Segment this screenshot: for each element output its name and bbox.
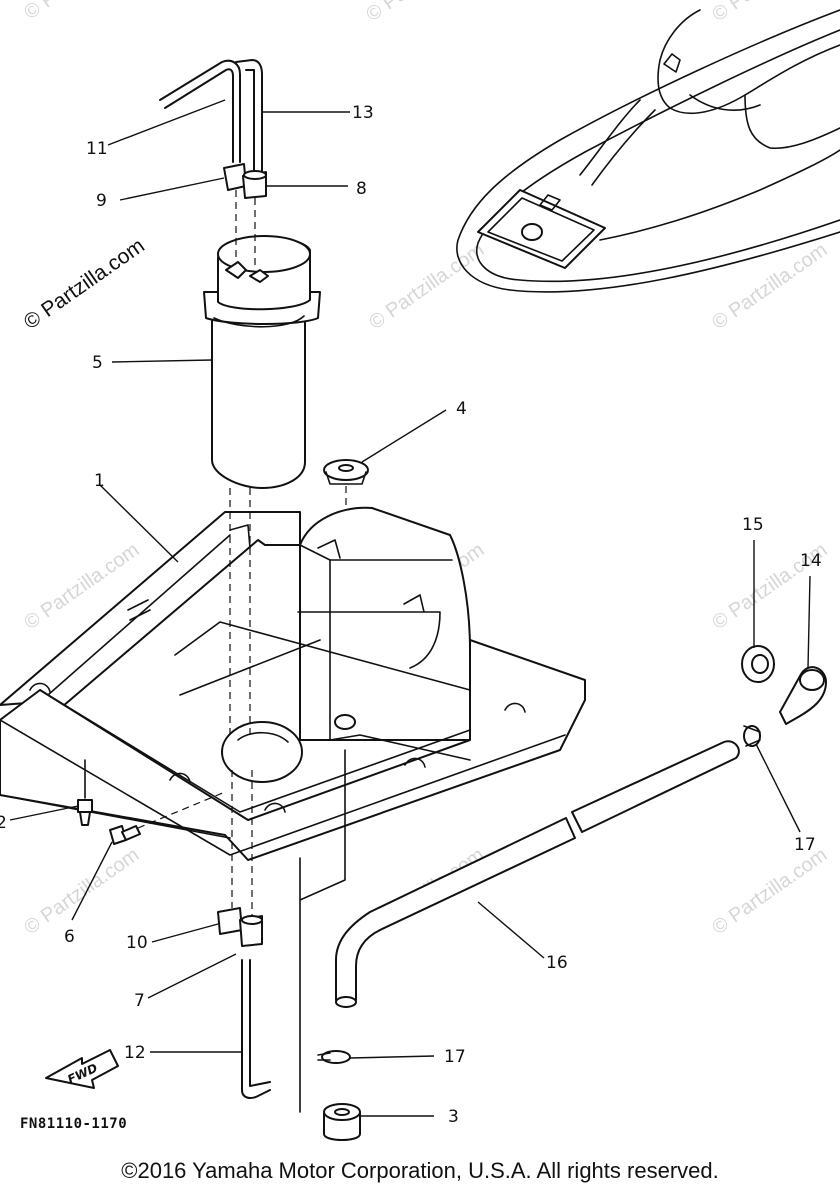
watermark: © Partzilla.com xyxy=(20,0,143,24)
callout-4: 4 xyxy=(456,399,467,419)
callout-1: 1 xyxy=(94,471,105,491)
fuel-tank xyxy=(203,235,321,489)
watermark: © Partzilla.com xyxy=(708,844,831,939)
diagram-code: FN81110-1170 xyxy=(20,1116,128,1132)
callout-17-upper: 17 xyxy=(794,835,816,855)
watermark: © Partzilla.com xyxy=(708,0,831,26)
screw-6 xyxy=(109,825,141,845)
callout-10: 10 xyxy=(126,933,148,953)
watermark: © Partzilla.com xyxy=(20,844,143,939)
callout-5: 5 xyxy=(92,353,103,373)
callout-14: 14 xyxy=(800,551,822,571)
cap-10 xyxy=(217,907,243,935)
callout-15: 15 xyxy=(742,515,764,535)
callout-3: 3 xyxy=(448,1107,459,1127)
fitting-14 xyxy=(779,666,827,725)
screw-2 xyxy=(77,759,93,826)
clamp-17-upper xyxy=(743,725,761,747)
grommet-4 xyxy=(323,459,369,485)
callout-9: 9 xyxy=(96,191,107,211)
watermark-dark: © Partzilla.com xyxy=(20,234,149,334)
tank-tray xyxy=(0,506,586,1113)
callouts: 1 2 3 4 5 6 7 8 9 10 11 12 13 14 15 16 1… xyxy=(0,103,822,1127)
cap-8 xyxy=(242,170,267,199)
callout-11: 11 xyxy=(86,139,108,159)
callout-17-lower: 17 xyxy=(444,1047,466,1067)
callout-13: 13 xyxy=(352,103,374,123)
callout-2: 2 xyxy=(0,813,7,833)
fitting-15 xyxy=(741,645,775,683)
callout-16: 16 xyxy=(546,953,568,973)
callout-12: 12 xyxy=(124,1043,146,1063)
callout-7: 7 xyxy=(134,991,145,1011)
watercraft-hull-illustration xyxy=(456,9,840,293)
fwd-arrow: FWD xyxy=(45,1049,119,1089)
vent-hoses xyxy=(159,59,263,173)
leader-lines xyxy=(9,99,811,1117)
callout-8: 8 xyxy=(356,179,367,199)
watermark: © Partzilla.com xyxy=(365,239,488,334)
watermark: © Partzilla.com xyxy=(362,0,485,26)
assembly-line-6 xyxy=(137,791,226,829)
breather-hose-16 xyxy=(335,740,740,1008)
copyright-notice: ©2016 Yamaha Motor Corporation, U.S.A. A… xyxy=(121,1158,719,1183)
cap-7 xyxy=(239,915,263,947)
clamp-17-lower xyxy=(317,1050,351,1064)
drain-fitting-3 xyxy=(323,1103,361,1141)
callout-6: 6 xyxy=(64,927,75,947)
vent-hose-12 xyxy=(241,959,271,1099)
